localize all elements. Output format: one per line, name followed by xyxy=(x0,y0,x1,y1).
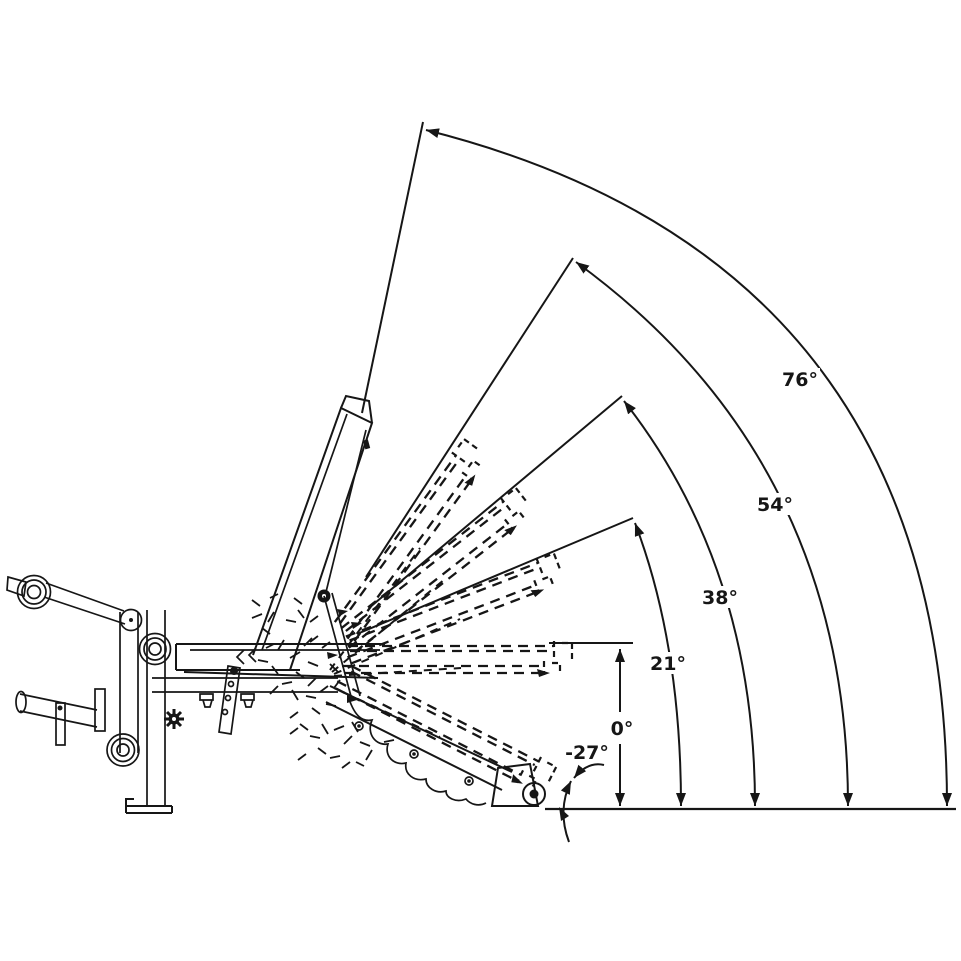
bar-catch-bracket xyxy=(55,702,66,746)
mid-foam-roller xyxy=(148,642,162,656)
frame-foot-left xyxy=(199,693,214,708)
transport-wheel xyxy=(529,789,539,799)
angle-label-0: 0° xyxy=(611,718,634,740)
roller-axle-stub xyxy=(6,575,27,598)
angle-label-minus27: -27° xyxy=(565,742,609,764)
bottom-tube xyxy=(152,677,338,693)
minus27-dimension xyxy=(559,763,605,843)
backrest-solid xyxy=(252,394,374,701)
roller-arm xyxy=(43,582,126,625)
backrest-latch-nub xyxy=(363,439,371,450)
angle-labels: 76° 54° 38° 21° 0° -27° xyxy=(561,366,821,767)
top-foam-roller xyxy=(26,584,42,600)
frame-foot-right xyxy=(240,693,255,708)
seat-adjust-strap xyxy=(218,665,241,735)
adjustment-knob xyxy=(164,709,184,729)
front-foot xyxy=(125,798,173,814)
angle-line-76 xyxy=(361,121,424,414)
backrest-seam xyxy=(261,413,348,651)
angle-label-21: 21° xyxy=(650,653,686,675)
front-post xyxy=(146,610,166,806)
mechanism-detail-scribbles xyxy=(251,593,395,769)
angle-label-54: 54° xyxy=(757,494,793,516)
angle-dimensioning: 76° 54° 38° 21° 0° -27° xyxy=(356,121,956,843)
bar-catch-cylinder xyxy=(19,693,98,728)
swing-arm-post xyxy=(119,612,139,753)
angle-arc-38 xyxy=(623,400,760,807)
backrest-top-cap xyxy=(340,394,373,424)
backrest-strut xyxy=(323,592,361,701)
angle-label-38: 38° xyxy=(702,587,738,609)
bottom-foam-roller xyxy=(116,743,130,757)
bar-catch-flange xyxy=(94,688,106,732)
backrest-frame-edge xyxy=(325,429,367,593)
angle-label-76: 76° xyxy=(782,369,818,391)
backrest-pad xyxy=(252,406,374,671)
seat-pad xyxy=(175,643,385,679)
leg-developer xyxy=(6,574,184,767)
